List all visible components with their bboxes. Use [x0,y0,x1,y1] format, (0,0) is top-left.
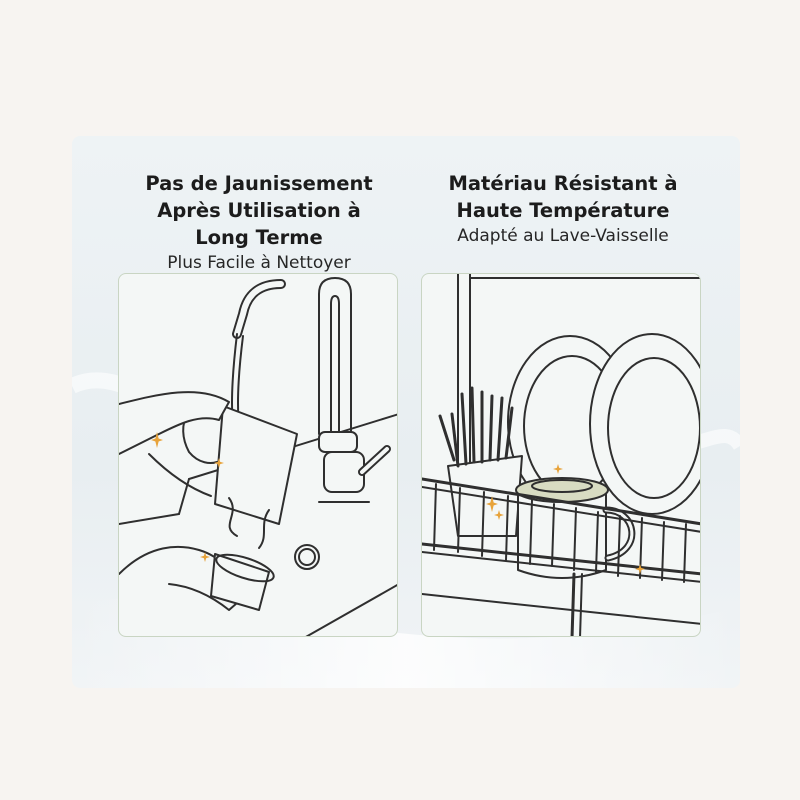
sink-illustration-card [118,273,398,637]
left-feature-subtitle: Plus Facile à Nettoyer [167,253,351,273]
left-feature-heading: Pas de Jaunissement Après Utilisation à … [109,170,409,275]
dish-rack-cup-icon [422,274,700,636]
right-feature-subtitle: Adapté au Lave-Vaisselle [457,226,669,246]
right-feature-title: Matériau Résistant à Haute Température [448,172,678,222]
right-feature-heading: Matériau Résistant à Haute Température A… [413,170,713,248]
sink-faucet-cup-rinse-icon [119,277,397,636]
dish-rack-illustration-card [421,273,701,637]
left-feature-title: Pas de Jaunissement Après Utilisation à … [145,172,373,249]
